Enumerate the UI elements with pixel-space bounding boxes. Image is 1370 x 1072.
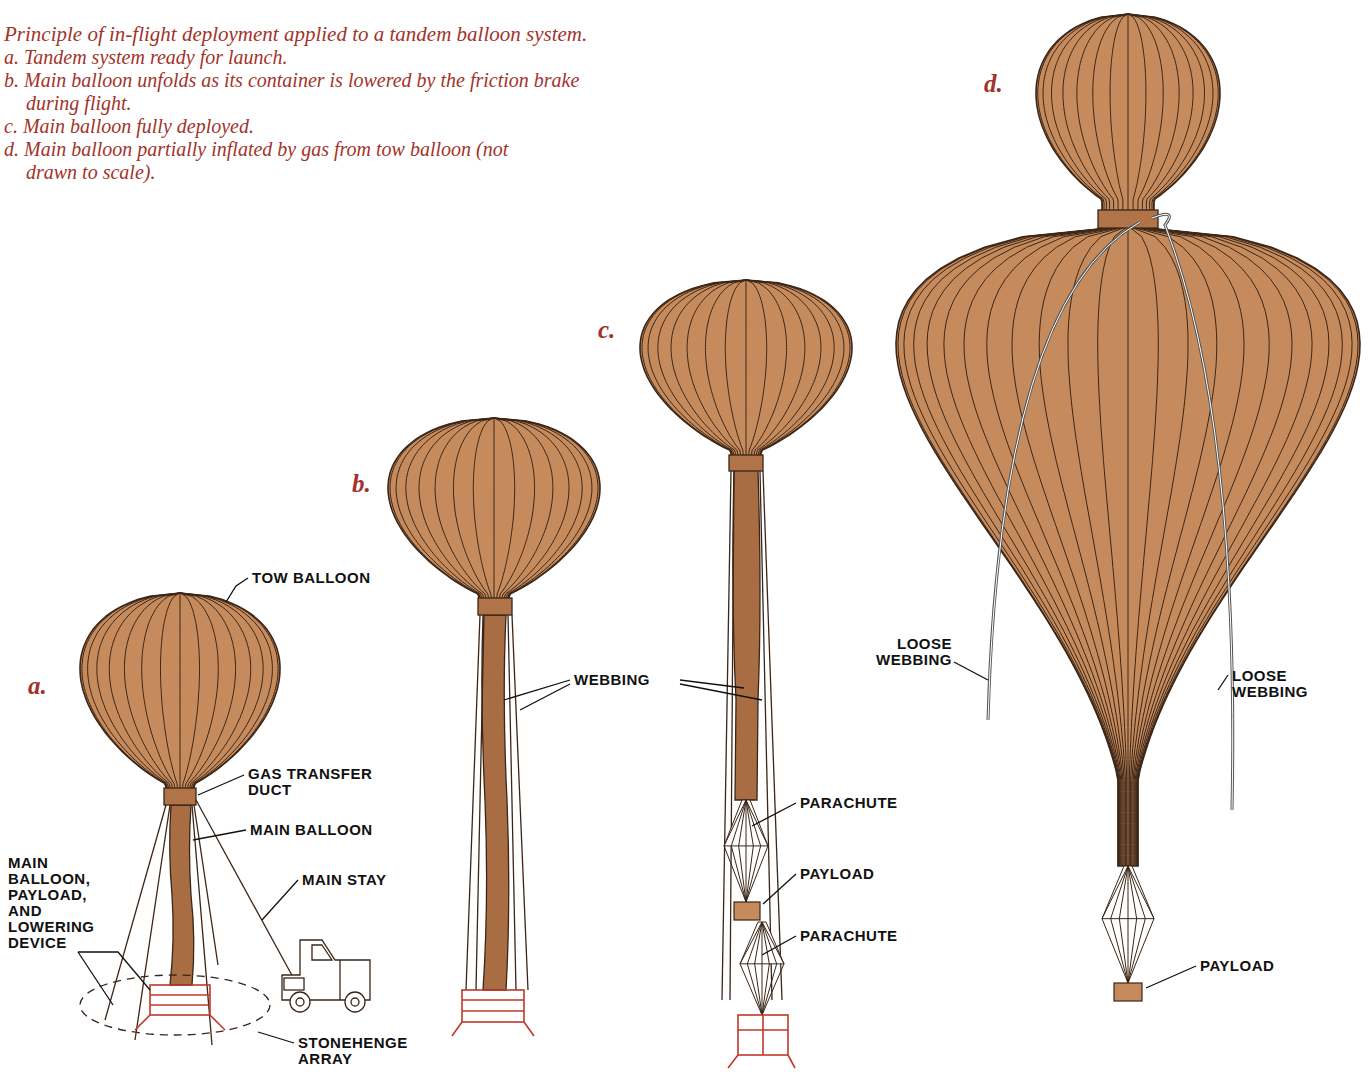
part-label: STONEHENGE ARRAY	[298, 1035, 418, 1067]
caption-item: c. Main balloon fully deployed.	[4, 115, 586, 138]
part-label: TOW BALLOON	[252, 570, 371, 586]
part-label: MAIN BALLOON, PAYLOAD, AND LOWERING DEVI…	[8, 855, 94, 951]
part-label: LOOSE WEBBING	[868, 636, 952, 668]
part-label: PARACHUTE	[800, 795, 898, 811]
part-label: LOOSE WEBBING	[1232, 668, 1322, 700]
part-label: WEBBING	[574, 672, 650, 688]
panel-letter: c.	[598, 316, 615, 344]
part-label: PAYLOAD	[800, 866, 874, 882]
caption-item: d. Main balloon partially inflated by ga…	[4, 138, 526, 184]
part-label: PARACHUTE	[800, 928, 898, 944]
figure-caption: Principle of in-flight deployment applie…	[4, 22, 764, 46]
part-label: PAYLOAD	[1200, 958, 1274, 974]
panel-letter: b.	[352, 470, 371, 498]
part-label: MAIN STAY	[302, 872, 387, 888]
caption-item: b. Main balloon unfolds as its container…	[4, 69, 581, 115]
caption-item: a. Tandem system ready for launch.	[4, 46, 586, 69]
part-label: GAS TRANSFER DUCT	[248, 766, 388, 798]
panel-letter: a.	[28, 672, 47, 700]
panel-letter: d.	[984, 70, 1003, 98]
part-label: MAIN BALLOON	[250, 822, 373, 838]
